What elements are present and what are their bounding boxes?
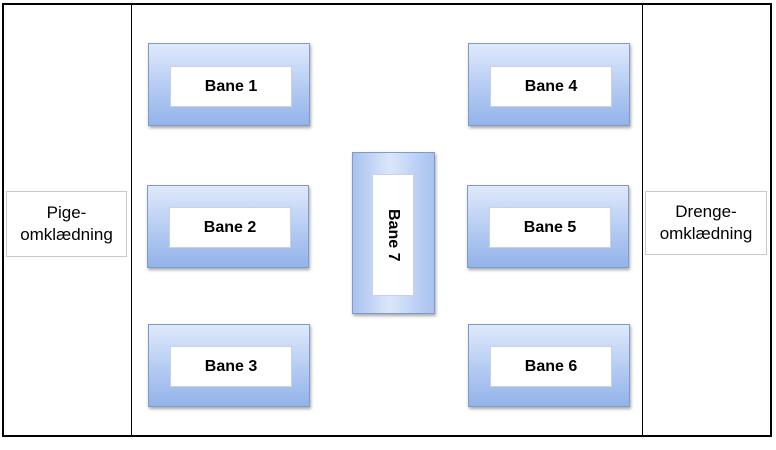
right-divider-line — [642, 5, 643, 435]
court-bane-3: Bane 3 — [148, 324, 310, 407]
court-bane-1: Bane 1 — [148, 43, 310, 126]
boys-room-label-line2: omklædning — [659, 224, 753, 243]
girls-room-label-line2: omklædning — [20, 225, 113, 244]
boys-room-label-line1: Drenge- — [675, 202, 737, 221]
court-label-bane-4: Bane 4 — [490, 66, 612, 107]
court-bane-7: Bane 7 — [352, 152, 435, 314]
court-label-bane-6: Bane 6 — [490, 346, 612, 387]
court-label-bane-5: Bane 5 — [489, 207, 611, 248]
court-label-bane-3: Bane 3 — [170, 346, 292, 387]
boys-changing-room: Drenge- omklædning — [645, 191, 767, 255]
court-label-bane-1: Bane 1 — [170, 66, 292, 107]
court-label-bane-7: Bane 7 — [372, 174, 414, 296]
court-bane-2: Bane 2 — [147, 185, 309, 268]
court-label-bane-2: Bane 2 — [169, 207, 291, 248]
left-divider-line — [131, 5, 132, 435]
court-bane-4: Bane 4 — [468, 43, 630, 126]
court-bane-6: Bane 6 — [468, 324, 630, 407]
girls-changing-room: Pige- omklædning — [6, 191, 127, 257]
girls-room-label-line1: Pige- — [46, 203, 87, 222]
court-bane-5: Bane 5 — [467, 185, 629, 268]
